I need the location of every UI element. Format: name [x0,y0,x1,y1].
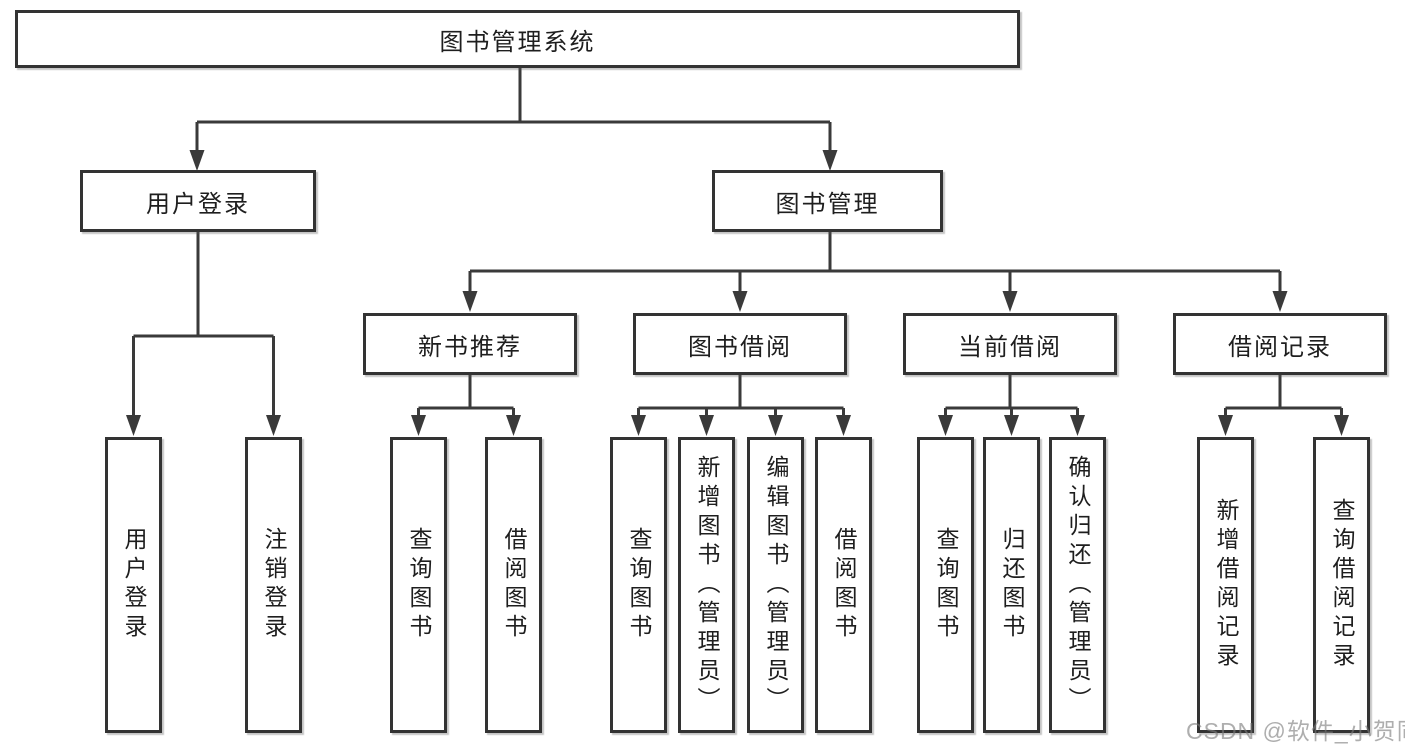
leaf-label: 确认归还（管理员） [1065,454,1091,716]
leaf-user-login: 用户登录 [105,437,162,733]
leaf-label: 注销登录 [261,527,287,643]
leaf-label: 归还图书 [999,527,1025,643]
leaf-label: 用户登录 [121,527,147,643]
leaf-label: 查询图书 [626,527,652,643]
leaf-confirm-return-admin: 确认归还（管理员） [1049,437,1106,733]
node-label: 图书管理 [775,190,880,218]
leaf-edit-books-admin: 编辑图书（管理员） [747,437,804,733]
node-user-login: 用户登录 [80,170,316,232]
leaf-label: 新增借阅记录 [1213,498,1239,672]
leaf-query-books-borrow: 查询图书 [610,437,667,733]
leaf-borrow-books: 借阅图书 [815,437,872,733]
leaf-return-books: 归还图书 [983,437,1040,733]
leaf-query-borrow-record: 查询借阅记录 [1313,437,1370,733]
leaf-label: 借阅图书 [831,527,857,643]
csdn-watermark: CSDN @软件_小贺同学 [1186,718,1405,744]
leaf-label: 查询借阅记录 [1329,498,1355,672]
node-label: 图书管理系统 [439,28,596,56]
leaf-label: 编辑图书（管理员） [763,454,789,716]
node-label: 用户登录 [146,190,250,218]
node-new-book-recommend: 新书推荐 [363,313,577,375]
node-current-borrowing: 当前借阅 [903,313,1117,375]
leaf-label: 新增图书（管理员） [694,454,720,716]
node-label: 当前借阅 [958,333,1062,361]
node-label: 新书推荐 [418,333,522,361]
leaf-query-books-current: 查询图书 [917,437,974,733]
node-borrowing-records: 借阅记录 [1173,313,1387,375]
leaf-query-books-newbook: 查询图书 [390,437,447,733]
leaf-logout: 注销登录 [245,437,302,733]
leaf-add-borrow-record: 新增借阅记录 [1197,437,1254,733]
leaf-label: 查询图书 [933,527,959,643]
leaf-add-books-admin: 新增图书（管理员） [678,437,735,733]
leaf-label: 查询图书 [406,527,432,643]
node-library-management-system: 图书管理系统 [15,10,1020,68]
node-label: 借阅记录 [1228,333,1332,361]
node-book-borrowing: 图书借阅 [633,313,847,375]
leaf-borrow-books-newbook: 借阅图书 [485,437,542,733]
leaf-label: 借阅图书 [501,527,527,643]
node-book-management: 图书管理 [712,170,943,232]
node-label: 图书借阅 [688,333,792,361]
